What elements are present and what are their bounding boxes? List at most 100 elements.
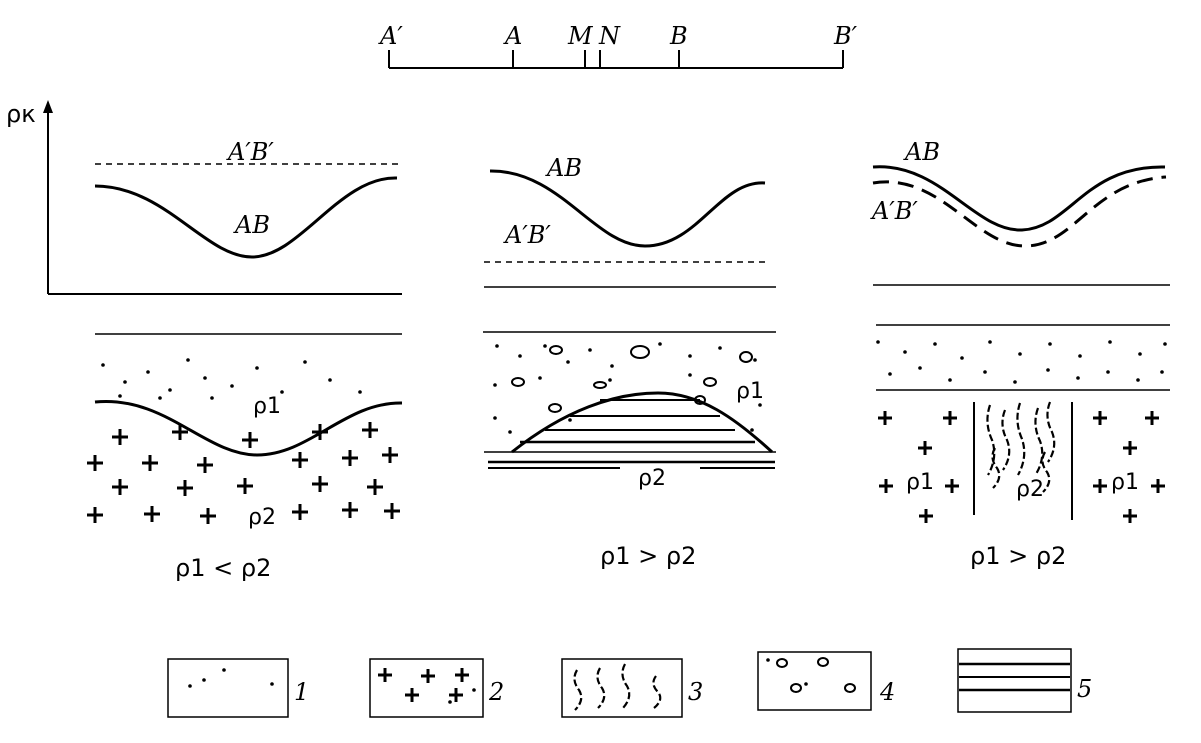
curve-ab (872, 165, 1166, 232)
texture-dot (186, 358, 190, 362)
bedding-texture (488, 399, 775, 469)
texture-dot (303, 360, 307, 364)
texture-dot (1046, 368, 1050, 372)
texture-fracture (986, 404, 996, 476)
legend-item-5: 5 (957, 648, 1092, 713)
texture-plus (378, 668, 392, 682)
texture-plus (87, 455, 103, 471)
texture-dot (610, 364, 614, 368)
texture-dot (188, 684, 192, 688)
texture-dot (1136, 378, 1140, 382)
layer-label-rho1-right: ρ1 (1111, 470, 1139, 495)
electrode-label: N (598, 22, 621, 50)
texture-dot (566, 360, 570, 364)
texture-dot (543, 344, 547, 348)
texture-fracture (652, 675, 662, 709)
texture-plus (342, 502, 358, 518)
texture-dot (876, 340, 880, 344)
texture-dot (804, 682, 808, 686)
texture-plus (172, 424, 188, 440)
texture-dot (1163, 342, 1167, 346)
texture-dot (472, 688, 476, 692)
curve-ab (489, 169, 766, 248)
legend-swatch (167, 658, 289, 718)
legend-pebbles (766, 657, 856, 693)
legend-swatch (369, 658, 484, 718)
legend-fractures (573, 663, 662, 711)
panel-1: A′B′ AB ρ1 ρ2 ρ1 < ρ2 (87, 138, 403, 582)
curve-label-ab: AB (233, 211, 270, 239)
texture-dot (538, 376, 542, 380)
texture-dot (508, 430, 512, 434)
texture-dot (608, 378, 612, 382)
legend-label: 3 (688, 678, 703, 706)
texture-dot (255, 366, 259, 370)
texture-dot (1106, 370, 1110, 374)
texture-dot (203, 376, 207, 380)
texture-dot (1018, 352, 1022, 356)
legend-swatch (561, 658, 683, 718)
layer-label-rho2: ρ2 (638, 466, 666, 491)
texture-plus (919, 509, 933, 523)
texture-plus (1093, 411, 1107, 425)
texture-dot (960, 356, 964, 360)
texture-plus (362, 422, 378, 438)
texture-plus (455, 668, 469, 682)
texture-plus (945, 479, 959, 493)
texture-plus (292, 452, 308, 468)
texture-plus (292, 504, 308, 520)
y-axis-arrow (43, 100, 53, 113)
texture-fracture (1016, 402, 1026, 476)
texture-dot (328, 378, 332, 382)
texture-plus (87, 507, 103, 523)
texture-plus (242, 432, 258, 448)
legend-item-2: 2 (369, 658, 504, 718)
texture-plus (1151, 479, 1165, 493)
texture-fracture (1041, 451, 1051, 493)
texture-dot (988, 340, 992, 344)
texture-plus (943, 411, 957, 425)
texture-dot (448, 700, 452, 704)
texture-dot (280, 390, 284, 394)
texture-plus (879, 479, 893, 493)
texture-dot (1108, 340, 1112, 344)
curve-label-apbp: A′B′ (870, 197, 918, 225)
texture-plus (384, 503, 400, 519)
legend-layers (959, 662, 1070, 692)
texture-plus (449, 688, 463, 702)
texture-plus (382, 447, 398, 463)
texture-dot (222, 668, 226, 672)
dot-texture (876, 340, 1167, 384)
texture-fracture (1001, 409, 1011, 471)
texture-plus (421, 669, 435, 683)
texture-dot (1013, 380, 1017, 384)
texture-dot (918, 366, 922, 370)
texture-dot (688, 373, 692, 377)
relation-label: ρ1 < ρ2 (175, 554, 271, 582)
layer-label-rho1: ρ1 (736, 379, 764, 404)
curve-label-apbp: A′B′ (226, 138, 274, 166)
dot-and-pebble-texture (493, 342, 762, 434)
texture-dot (230, 384, 234, 388)
texture-plus (1145, 411, 1159, 425)
texture-dot (101, 363, 105, 367)
layer-label-rho1: ρ1 (253, 394, 281, 419)
texture-plus (1123, 509, 1137, 523)
texture-dot (146, 370, 150, 374)
relation-label: ρ1 > ρ2 (970, 542, 1066, 570)
texture-dot (123, 380, 127, 384)
texture-dot (753, 358, 757, 362)
texture-pebble (790, 683, 802, 693)
texture-dot (766, 658, 770, 662)
texture-dot (688, 354, 692, 358)
texture-dot (202, 678, 206, 682)
texture-pebble (739, 351, 753, 363)
texture-plus (177, 480, 193, 496)
texture-dot (1048, 342, 1052, 346)
legend-swatch (757, 651, 872, 711)
texture-dot (1160, 370, 1164, 374)
legend-item-4: 4 (757, 651, 895, 711)
texture-plus (878, 411, 892, 425)
